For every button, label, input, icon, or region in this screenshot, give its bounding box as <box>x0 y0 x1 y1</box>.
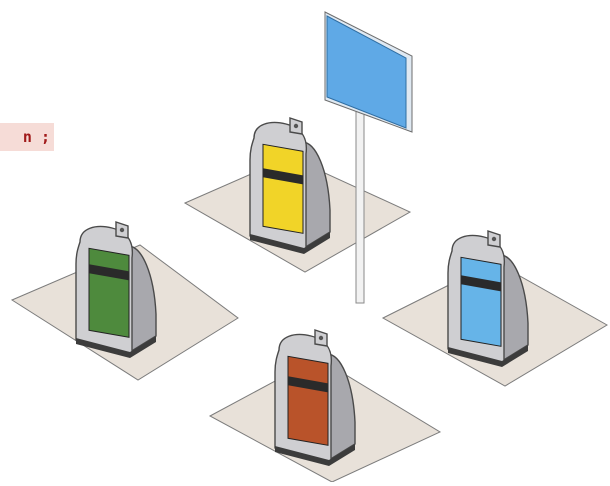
bin-green <box>76 222 156 358</box>
code-fragment: n ; <box>0 123 54 151</box>
bin-green-panel <box>89 248 129 337</box>
bin-orange-panel <box>288 356 328 445</box>
bin-blue <box>448 231 528 367</box>
sign-pole <box>356 98 364 303</box>
bin-yellow-panel <box>263 144 303 233</box>
bin-orange <box>275 330 355 466</box>
bin-blue-panel <box>461 257 501 346</box>
info-sign <box>325 12 412 303</box>
bin-yellow <box>250 118 330 254</box>
